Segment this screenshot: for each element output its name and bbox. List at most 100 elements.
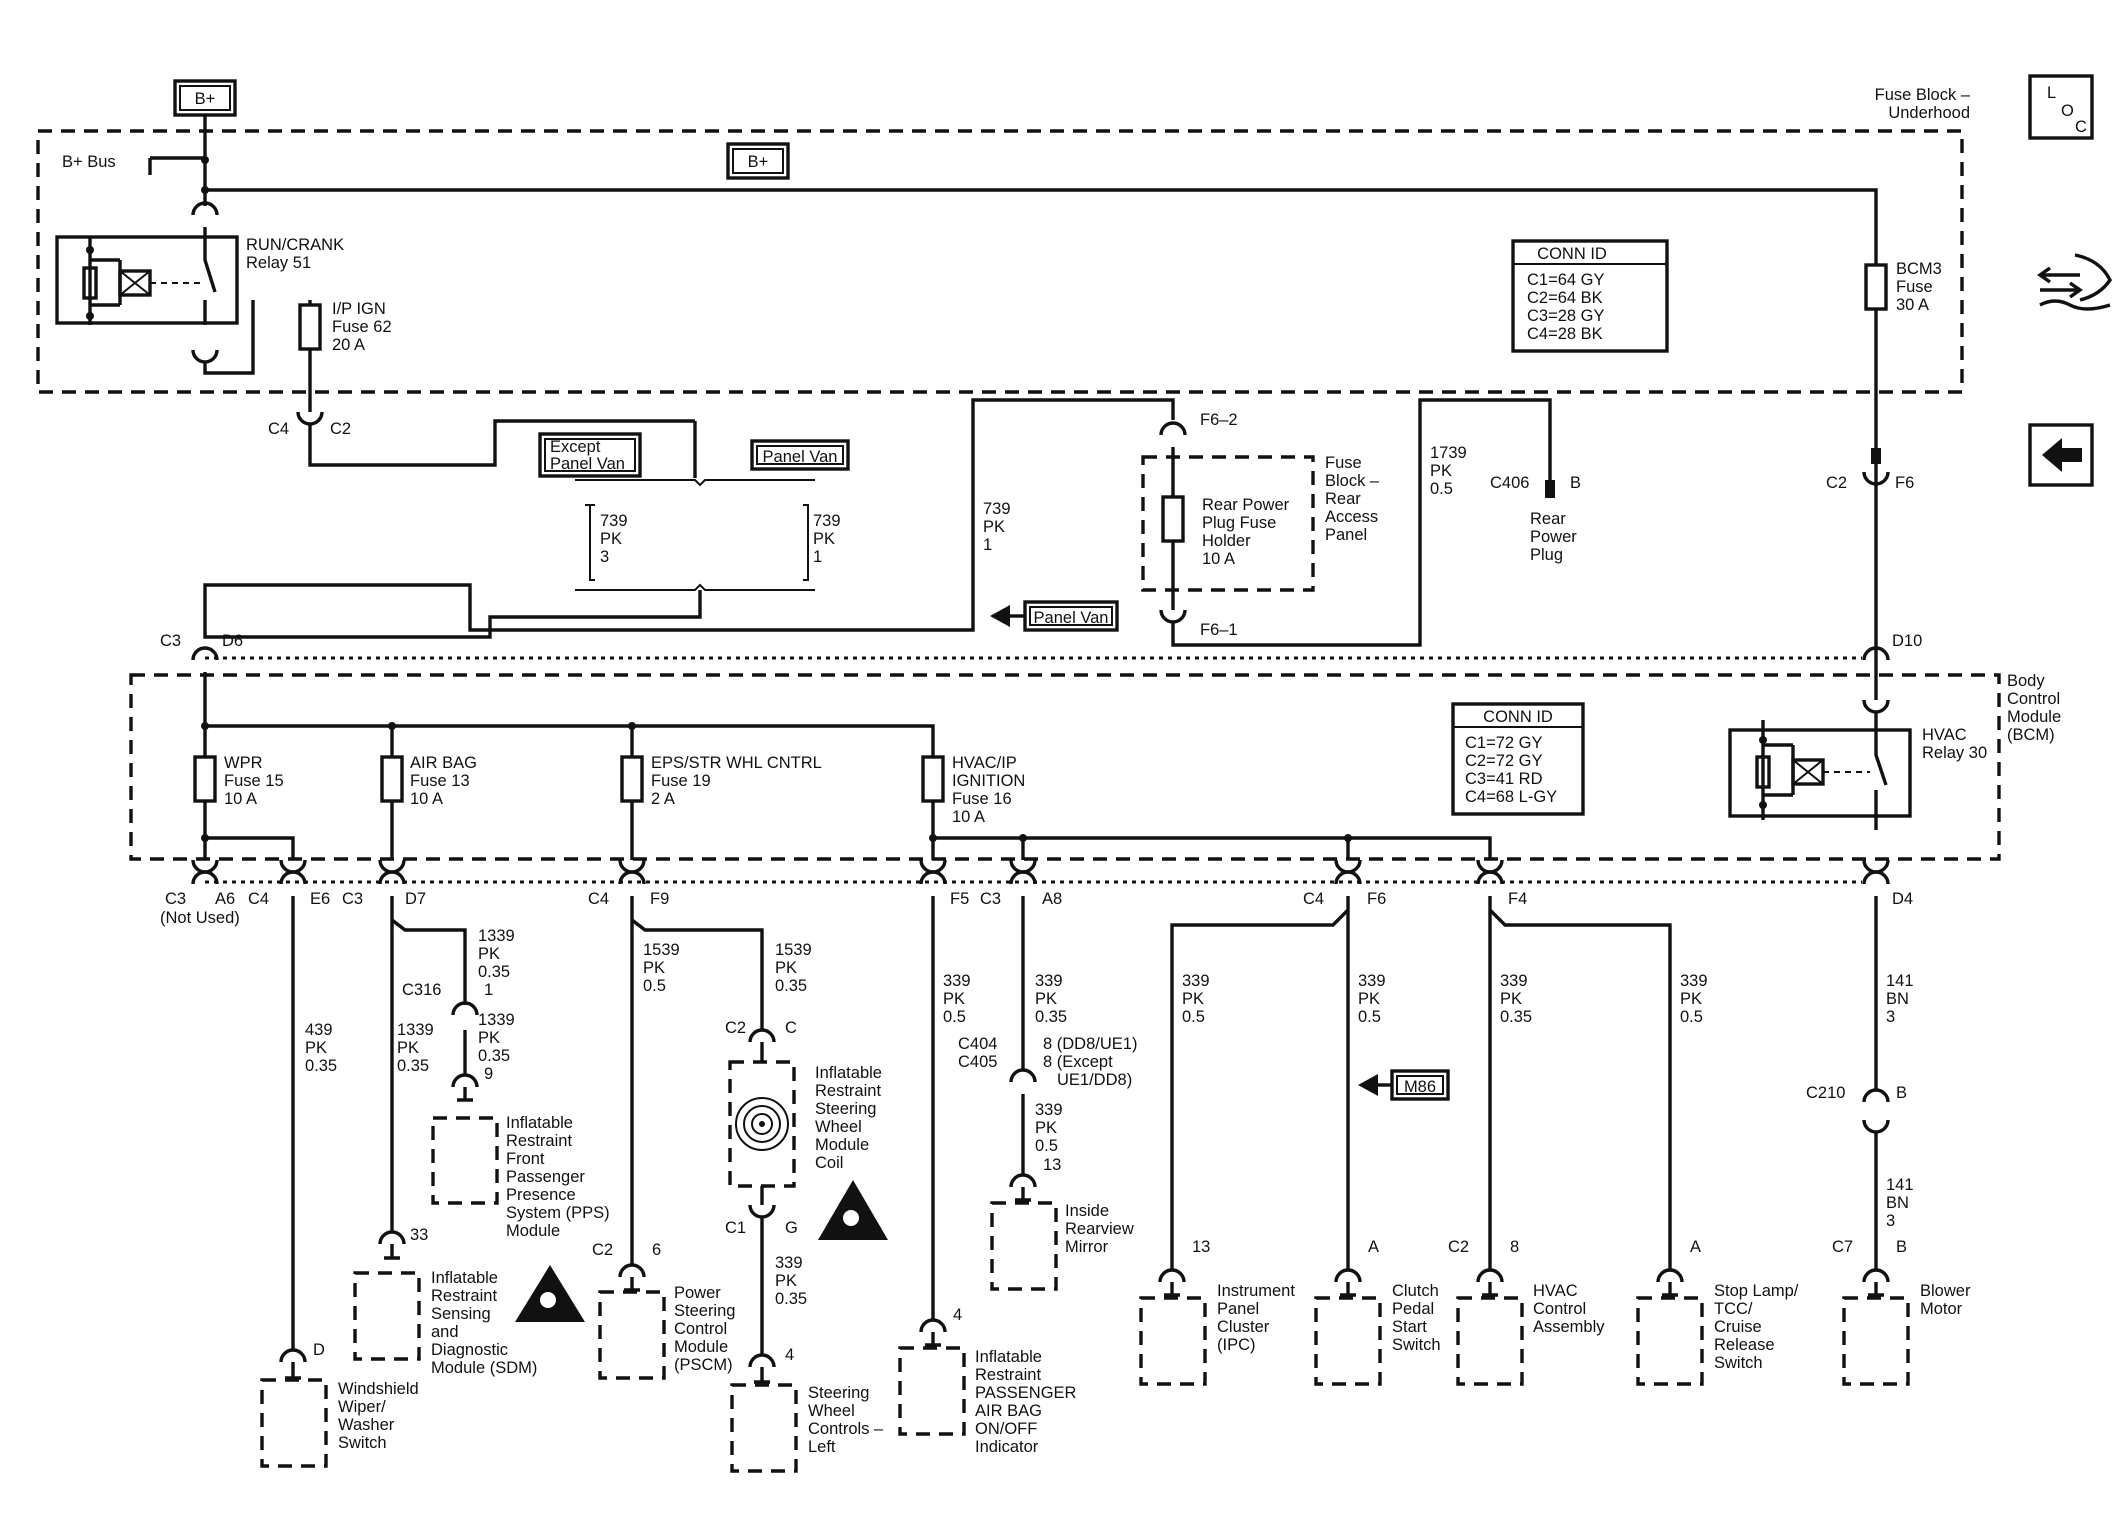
c404-pin-2: 8 (Except (1043, 1053, 1113, 1071)
blower-pin-b: B (1896, 1238, 1907, 1256)
pps-4: Passenger (506, 1168, 585, 1186)
pscm-3: Control (674, 1320, 727, 1338)
pin-d10: D10 (1892, 632, 1922, 650)
pin-c3-d6-d6: D6 (222, 632, 243, 650)
conn2-line-4: C4=68 L-GY (1465, 788, 1557, 806)
mirror-box (990, 1201, 1058, 1291)
bcm3-fuse (1864, 263, 1888, 311)
fb-rear-4: Access (1325, 508, 1378, 526)
fuse19-1: EPS/STR WHL CNTRL (651, 754, 822, 772)
pin-c3-a: C3 (165, 890, 186, 908)
w739-1-c: 1 (813, 548, 822, 566)
w1539b-3: 0.35 (775, 977, 807, 995)
bcm3-label-3: 30 A (1896, 296, 1929, 314)
hvac-pin-c2: C2 (1448, 1238, 1469, 1256)
c406-pin-b: B (1570, 474, 1581, 492)
except-panel-van-1: Except (550, 438, 601, 456)
w339d-3: 0.5 (1182, 1008, 1205, 1026)
coil-6: Coil (815, 1154, 843, 1172)
fuse15-3: 10 A (224, 790, 257, 808)
ipign-label-2: Fuse 62 (332, 318, 392, 336)
fuse13-3: 10 A (410, 790, 443, 808)
back-arrow-icon[interactable] (2028, 423, 2094, 487)
relay51-box (55, 235, 239, 325)
pin-c2-right: C2 (1826, 474, 1847, 492)
conn2-line-3: C3=41 RD (1465, 770, 1543, 788)
swc-2: Wheel (808, 1402, 855, 1420)
w739-3-a: 739 (600, 512, 628, 530)
connector-view-icon[interactable] (2037, 253, 2112, 311)
w1339a-2: PK (478, 945, 500, 963)
pai-3: PASSENGER (975, 1384, 1077, 1402)
w1339c-3: 0.35 (397, 1057, 429, 1075)
f6-1-label: F6–1 (1200, 621, 1238, 639)
pps-1: Inflatable (506, 1114, 573, 1132)
ipign-label-1: I/P IGN (332, 300, 386, 318)
rear-power-plug-fuse (1161, 495, 1185, 543)
f6-2-label: F6–2 (1200, 411, 1238, 429)
conn1-line-2: C2=64 BK (1527, 289, 1603, 307)
c404-pin-1: 8 (DD8/UE1) (1043, 1035, 1137, 1053)
blower-2: Motor (1920, 1300, 1963, 1318)
stop-5: Switch (1714, 1354, 1763, 1372)
stop-1: Stop Lamp/ (1714, 1282, 1799, 1300)
panel-van-tag-label: Panel Van (1034, 609, 1109, 627)
pai-1: Inflatable (975, 1348, 1042, 1366)
cpss-3: Start (1392, 1318, 1427, 1336)
pscm-box (598, 1290, 666, 1380)
pps-5: Presence (506, 1186, 576, 1204)
coil-pin-g: G (785, 1219, 798, 1237)
conn2-line-2: C2=72 GY (1465, 752, 1543, 770)
pin-c3-b: C3 (342, 890, 363, 908)
pin-e6: E6 (310, 890, 330, 908)
pin-d7: D7 (405, 890, 426, 908)
w739-1b-b: PK (983, 518, 1005, 536)
bcm-label-2: Control (2007, 690, 2060, 708)
location-icon[interactable]: L O C (2028, 74, 2094, 140)
hvac-relay-1: HVAC (1922, 726, 1967, 744)
w439-a: 439 (305, 1021, 333, 1039)
bcm-outline (129, 673, 2001, 861)
w339g-1: 339 (1680, 972, 1708, 990)
wiper-4: Switch (338, 1434, 387, 1452)
rear-fuse-3: Holder (1202, 532, 1251, 550)
svg-text:L: L (2047, 84, 2056, 102)
w339f-3: 0.35 (1500, 1008, 1532, 1026)
sdm-3: Sensing (431, 1305, 491, 1323)
bcm-label-1: Body (2007, 672, 2045, 690)
pai-6: Indicator (975, 1438, 1039, 1456)
ipc-4: (IPC) (1217, 1336, 1256, 1354)
bplus-label-mid: B+ (748, 153, 769, 171)
pps-6: System (PPS) (506, 1204, 610, 1222)
sdm-1: Inflatable (431, 1269, 498, 1287)
w339c-3: 0.5 (1035, 1137, 1058, 1155)
bcm-label-3: Module (2007, 708, 2061, 726)
w1539a-3: 0.5 (643, 977, 666, 995)
pin-c3-c: C3 (980, 890, 1001, 908)
w1339b-3: 0.35 (478, 1047, 510, 1065)
w1339c-1: 1339 (397, 1021, 434, 1039)
fuse13-1: AIR BAG (410, 754, 477, 772)
w141a-2: BN (1886, 990, 1909, 1008)
stop-box (1636, 1296, 1704, 1386)
w1339a-3: 0.35 (478, 963, 510, 981)
c316-label: C316 (402, 981, 441, 999)
fuse16 (921, 755, 945, 803)
sdm-box (353, 1271, 421, 1361)
w1339a-4: 1 (484, 981, 493, 999)
conn-id-title-2: CONN ID (1483, 708, 1553, 726)
pin-a6: A6 (215, 890, 235, 908)
rear-plug-1: Rear (1530, 510, 1566, 528)
pin-f9: F9 (650, 890, 669, 908)
fuse-block-underhood-label-2: Underhood (1888, 104, 1970, 122)
w339e-2: PK (1358, 990, 1380, 1008)
conn1-line-4: C4=28 BK (1527, 325, 1603, 343)
conn-id-title-1: CONN ID (1537, 245, 1607, 263)
fuse19-2: Fuse 19 (651, 772, 711, 790)
rear-fuse-4: 10 A (1202, 550, 1235, 568)
rear-plug-3: Plug (1530, 546, 1563, 564)
w141a-1: 141 (1886, 972, 1914, 990)
pin-c3-d6-c3: C3 (160, 632, 181, 650)
fuse16-2: IGNITION (952, 772, 1025, 790)
